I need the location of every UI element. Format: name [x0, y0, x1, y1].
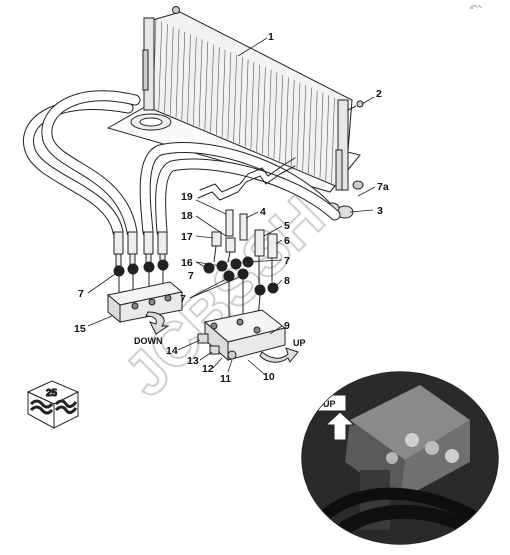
- section-cube-badge: 25: [26, 380, 80, 429]
- callout-7-d: 7: [180, 293, 186, 305]
- cooler-fin: [204, 41, 209, 130]
- cooler-fin: [262, 67, 266, 155]
- callout-17: 17: [181, 231, 193, 243]
- up-label: UP: [293, 338, 306, 348]
- cooler-fin: [221, 49, 226, 138]
- cooler-fin: [164, 24, 168, 113]
- cooler-fin: [216, 46, 220, 135]
- cooler-fin: [227, 52, 232, 140]
- inset-photo: UP: [301, 371, 499, 545]
- hydraulic-hoses: [23, 90, 341, 238]
- cooler-fin: [279, 74, 283, 162]
- cooler-fin: [267, 69, 272, 157]
- callout-15: 15: [74, 323, 86, 335]
- cooler-fin: [319, 92, 324, 179]
- cooler-fin: [244, 59, 249, 147]
- cooler-fin: [233, 54, 237, 142]
- cooler-fin: [296, 82, 301, 169]
- callout-11: 11: [220, 373, 231, 385]
- cooler-fin: [198, 39, 203, 128]
- down-arrow: [145, 311, 170, 335]
- callout-7a: 7a: [377, 181, 389, 193]
- callout-7-b: 7: [188, 270, 194, 282]
- manifold-block-up: [197, 309, 287, 362]
- cooler-fin: [285, 77, 289, 164]
- callout-8: 8: [284, 275, 290, 287]
- oil-cooler: [106, 6, 364, 219]
- callout-16: 16: [181, 257, 193, 269]
- callout-1: 1: [268, 31, 274, 43]
- cooler-fin: [290, 80, 295, 167]
- callout-12: 12: [202, 363, 214, 375]
- callout-3: 3: [377, 205, 383, 217]
- callout-19: 19: [181, 191, 193, 203]
- callout-7-c: 7: [284, 255, 290, 267]
- callout-9: 9: [284, 320, 290, 332]
- cooler-fin: [175, 29, 180, 118]
- cooler-fin: [331, 97, 335, 184]
- cooler-fin: [250, 62, 255, 150]
- cooler-fin: [302, 85, 306, 172]
- up-arrow: [259, 347, 299, 363]
- callout-18: 18: [181, 210, 193, 222]
- callout-14: 14: [166, 345, 178, 357]
- hose-end-fittings-left: [113, 231, 169, 292]
- manifold-block-down: [106, 281, 184, 324]
- callout-labels: 1 2 7a 3 4 5 6 19 18 17 16 7 7 8 7 7 9 1…: [74, 31, 389, 385]
- cooler-fin: [239, 57, 243, 145]
- callout-2: 2: [376, 88, 382, 100]
- leader-lines: [87, 37, 376, 375]
- cooler-fin: [169, 26, 174, 116]
- callout-5: 5: [284, 220, 290, 232]
- test-point-fittings: [203, 209, 279, 321]
- callout-6: 6: [284, 235, 290, 247]
- callout-10: 10: [263, 371, 275, 383]
- cooler-fin: [193, 36, 197, 125]
- cooler-fin: [325, 95, 330, 181]
- down-label: DOWN: [134, 336, 163, 346]
- callout-7-a: 7: [78, 288, 84, 300]
- cooler-fin: [187, 34, 191, 123]
- cooler-fin: [181, 31, 186, 121]
- callout-4: 4: [260, 206, 266, 218]
- inset-up-label: UP: [323, 399, 336, 409]
- cooler-fin: [256, 64, 260, 152]
- badge-number: 25: [46, 388, 58, 399]
- cooler-fin: [158, 21, 163, 111]
- cooler-fin: [308, 87, 312, 174]
- callout-13: 13: [187, 355, 199, 367]
- cooler-fin: [210, 44, 214, 133]
- cooler-fin: [313, 90, 318, 176]
- cooler-fin: [273, 72, 278, 159]
- page-tag: a**-*ⁿ: [470, 5, 482, 11]
